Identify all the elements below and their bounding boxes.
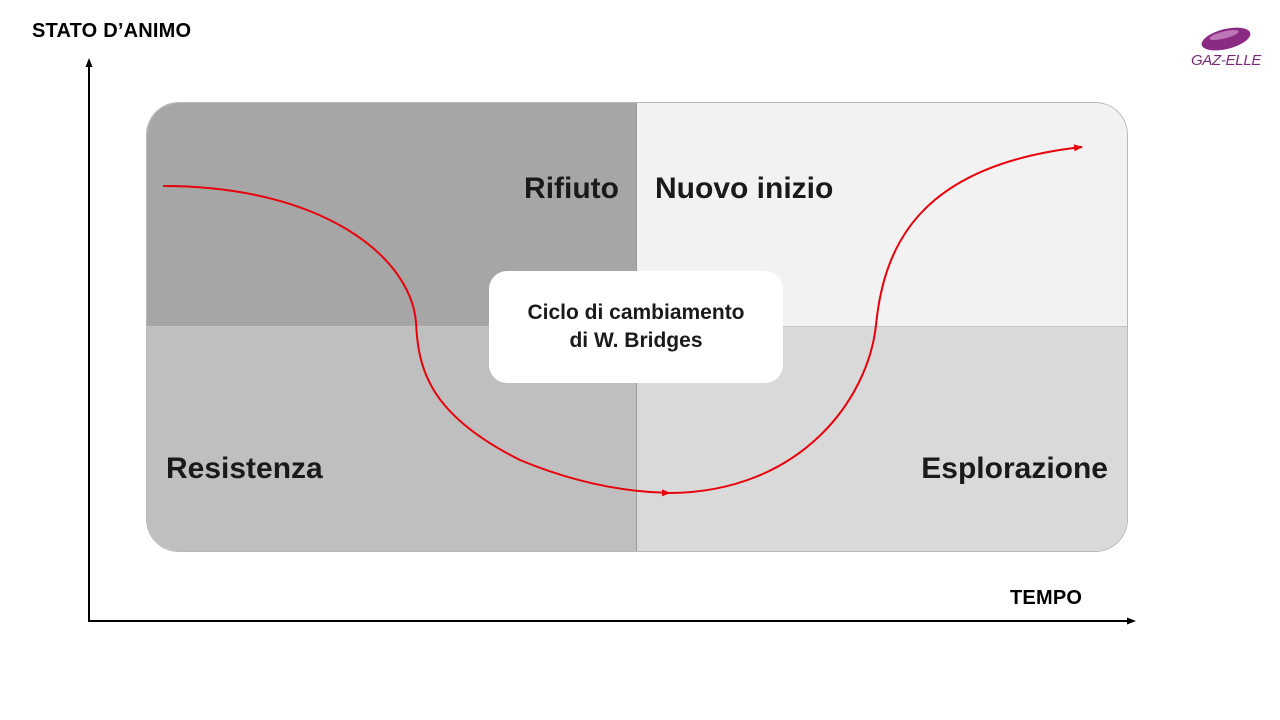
phase-label-resistenza: Resistenza (166, 452, 323, 485)
phase-label-esplorazione: Esplorazione (921, 452, 1108, 485)
gaz-elle-logo: GAZ-ELLE (1186, 24, 1266, 74)
phase-label-nuovo-inizio: Nuovo inizio (655, 172, 834, 205)
cycle-title-box: Ciclo di cambiamento di W. Bridges (489, 271, 783, 383)
y-axis-label: STATO D’ANIMO (32, 20, 192, 42)
cycle-title-line-1: Ciclo di cambiamento (527, 301, 745, 324)
logo-ellipse-icon (1201, 27, 1251, 51)
phase-label-rifiuto: Rifiuto (524, 172, 619, 205)
logo-text: GAZ-ELLE (1190, 52, 1262, 69)
x-axis-label: TEMPO (1010, 587, 1083, 609)
cycle-title-line-2: di W. Bridges (569, 329, 703, 352)
